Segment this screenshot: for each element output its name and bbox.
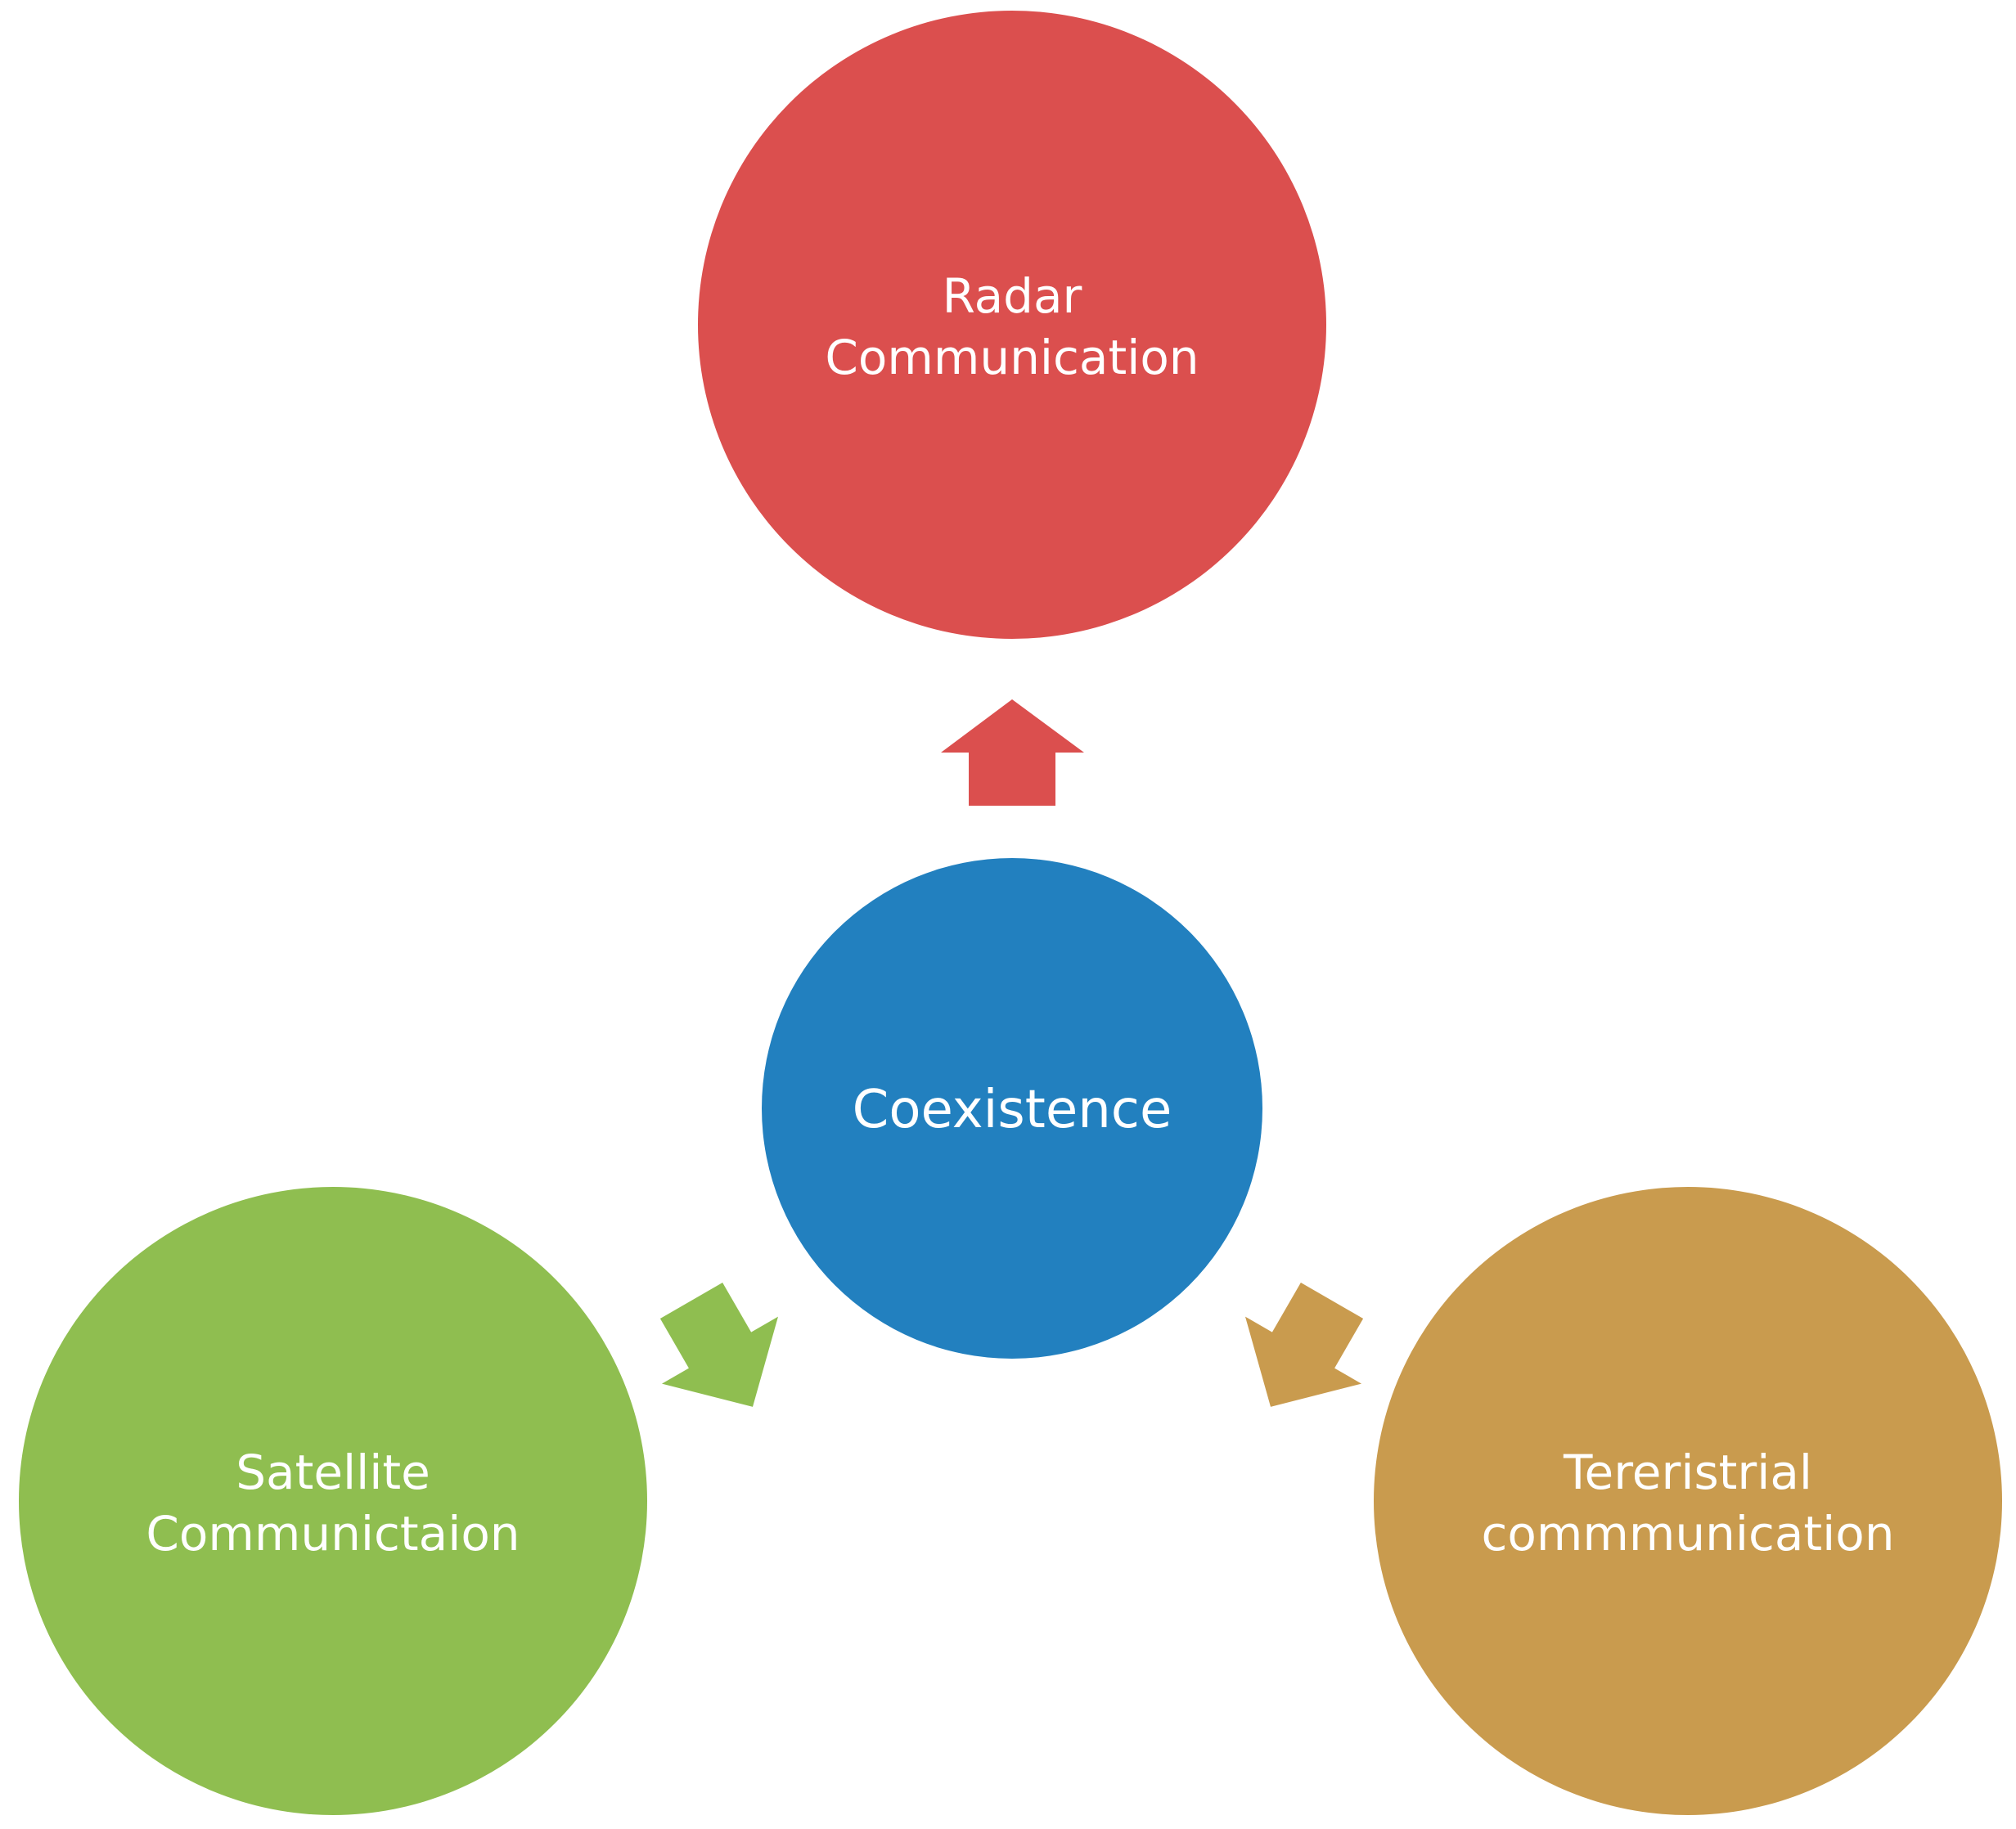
coexistence-label: Coexistence: [853, 1080, 1172, 1140]
arrow-up-icon: [941, 699, 1084, 806]
satellite-label-line-1: Satellite: [236, 1445, 430, 1500]
terrestrial-node: Tereristrial commmunication: [1374, 1187, 2002, 1815]
radar-node: Radar Communication: [698, 11, 1326, 639]
coexistence-node: Coexistence: [762, 858, 1262, 1359]
terrestrial-circle: [1374, 1187, 2002, 1815]
satellite-label-line-2: Communictaion: [146, 1506, 520, 1562]
satellite-circle: [19, 1187, 647, 1815]
radar-label-line-1: Radar: [943, 268, 1082, 324]
terrestrial-label-line-1: Tereristrial: [1563, 1445, 1812, 1500]
terrestrial-label-line-2: commmunication: [1481, 1506, 1894, 1562]
arrow-down-right-icon: [1244, 1283, 1364, 1407]
radar-circle: [698, 11, 1326, 639]
radar-label-line-2: Communication: [825, 330, 1199, 385]
satellite-node: Satellite Communictaion: [19, 1187, 647, 1815]
arrow-down-left-icon: [659, 1283, 779, 1407]
coexistence-circle: [762, 858, 1262, 1359]
